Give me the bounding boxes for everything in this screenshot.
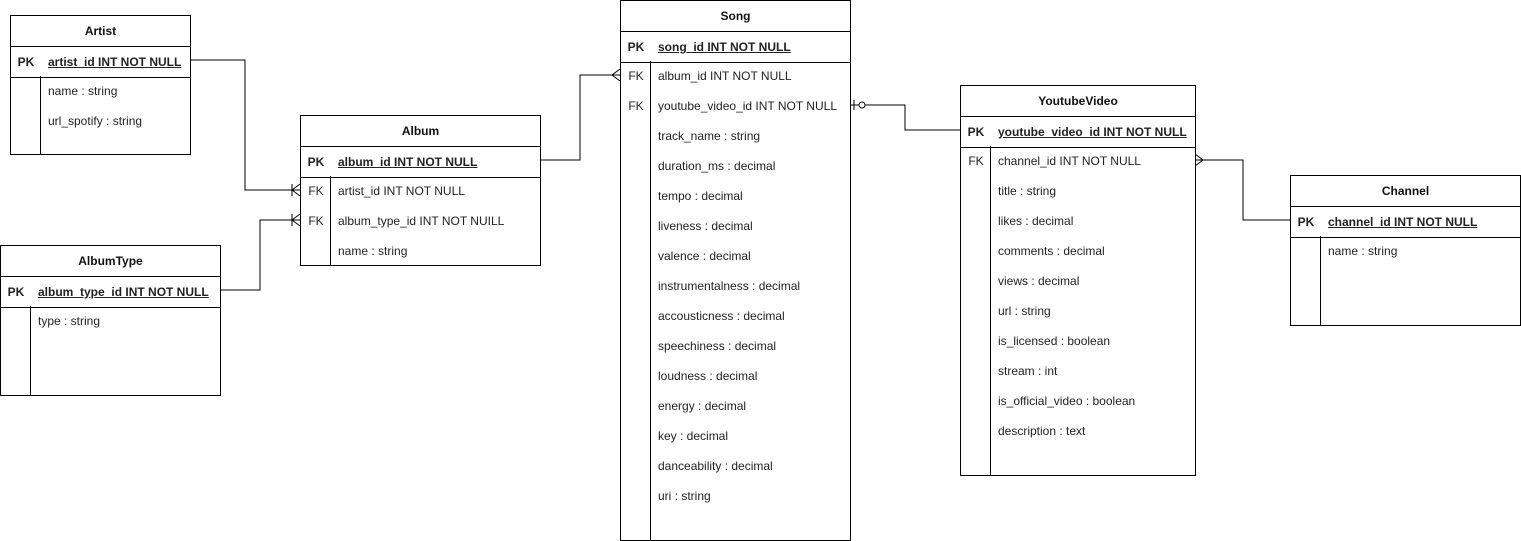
attribute-row: url : string — [998, 304, 1051, 318]
attribute-row: tempo : decimal — [658, 189, 743, 203]
attribute-row: comments : decimal — [998, 244, 1105, 258]
pk-field: song_id INT NOT NULL — [658, 40, 791, 54]
entity-title: AlbumType — [1, 246, 220, 277]
entity-title: Song — [621, 1, 850, 32]
attribute-row: key : decimal — [658, 429, 729, 443]
pk-field: album_id INT NOT NULL — [338, 155, 478, 169]
attribute-row: instrumentalness : decimal — [658, 279, 801, 293]
column-divider — [1320, 236, 1321, 325]
crowfoot-song-album — [611, 68, 621, 82]
zero-one-circle — [858, 101, 866, 109]
attribute-row: likes : decimal — [998, 214, 1074, 228]
primary-key-row: PK channel_id INT NOT NULL — [1291, 207, 1520, 238]
link-albumtype-album — [220, 219, 300, 291]
column-divider — [990, 146, 991, 475]
attribute-row: name : string — [338, 244, 408, 258]
crowfoot-album-artist — [291, 183, 301, 197]
pk-label: PK — [307, 155, 325, 169]
link-song-youtubevideo — [850, 104, 960, 131]
attribute-row: is_licensed : boolean — [998, 334, 1111, 348]
attribute-row: views : decimal — [998, 274, 1080, 288]
entity-title: Channel — [1291, 176, 1520, 207]
attribute-row: valence : decimal — [658, 249, 751, 263]
link-album-song — [540, 74, 620, 161]
crowfoot-youtubevideo-channel — [1194, 153, 1204, 167]
pk-field: artist_id INT NOT NULL — [48, 55, 182, 69]
primary-key-row: PK artist_id INT NOT NULL — [11, 47, 190, 78]
entity-artist[interactable]: Artist PK artist_id INT NOT NULL name : … — [10, 15, 191, 155]
entity-albumtype[interactable]: AlbumType PK album_type_id INT NOT NULL … — [0, 245, 221, 396]
attribute-row: type : string — [38, 314, 101, 328]
attribute-row: accousticness : decimal — [658, 309, 785, 323]
attribute-row: name : string — [48, 84, 118, 98]
entity-youtubevideo[interactable]: YoutubeVideo PK youtube_video_id INT NOT… — [960, 85, 1196, 476]
primary-key-row: PK song_id INT NOT NULL — [621, 32, 850, 63]
pk-field: album_type_id INT NOT NULL — [38, 285, 209, 299]
entity-title: YoutubeVideo — [961, 86, 1195, 117]
pk-field: youtube_video_id INT NOT NULL — [998, 125, 1187, 139]
attribute-row: name : string — [1328, 244, 1398, 258]
attribute-row: is_official_video : boolean — [998, 394, 1136, 408]
pk-label: PK — [967, 125, 985, 139]
column-divider — [330, 176, 331, 265]
attribute-row: title : string — [998, 184, 1057, 198]
entity-body: name : string url_spotify : string — [11, 76, 190, 154]
pk-label: PK — [7, 285, 25, 299]
entity-body: type : string — [1, 306, 220, 395]
column-divider — [650, 61, 651, 540]
link-artist-album — [190, 59, 300, 191]
column-divider — [40, 76, 41, 154]
attribute-row: url_spotify : string — [48, 114, 143, 128]
pk-label: PK — [1297, 215, 1315, 229]
attribute-row: danceability : decimal — [658, 459, 773, 473]
attribute-row: energy : decimal — [658, 399, 747, 413]
attribute-row: description : text — [998, 424, 1086, 438]
attribute-row: track_name : string — [658, 129, 761, 143]
pk-label: PK — [627, 40, 645, 54]
attribute-row: stream : int — [998, 364, 1058, 378]
entity-title: Album — [301, 116, 540, 147]
entity-title: Artist — [11, 16, 190, 47]
pk-label: PK — [17, 55, 35, 69]
link-youtubevideo-channel — [1195, 159, 1290, 221]
attribute-row: speechiness : decimal — [658, 339, 777, 353]
crowfoot-album-albumtype — [291, 213, 301, 227]
pk-field: channel_id INT NOT NULL — [1328, 215, 1478, 229]
attribute-row: uri : string — [658, 489, 711, 503]
primary-key-row: PK album_id INT NOT NULL — [301, 147, 540, 178]
primary-key-row: PK album_type_id INT NOT NULL — [1, 277, 220, 308]
attribute-row: loudness : decimal — [658, 369, 758, 383]
column-divider — [30, 306, 31, 395]
entity-body: name : string — [1291, 236, 1520, 325]
entity-channel[interactable]: Channel PK channel_id INT NOT NULL name … — [1290, 175, 1521, 326]
attribute-row: liveness : decimal — [658, 219, 753, 233]
attribute-row: duration_ms : decimal — [658, 159, 776, 173]
primary-key-row: PK youtube_video_id INT NOT NULL — [961, 117, 1195, 148]
